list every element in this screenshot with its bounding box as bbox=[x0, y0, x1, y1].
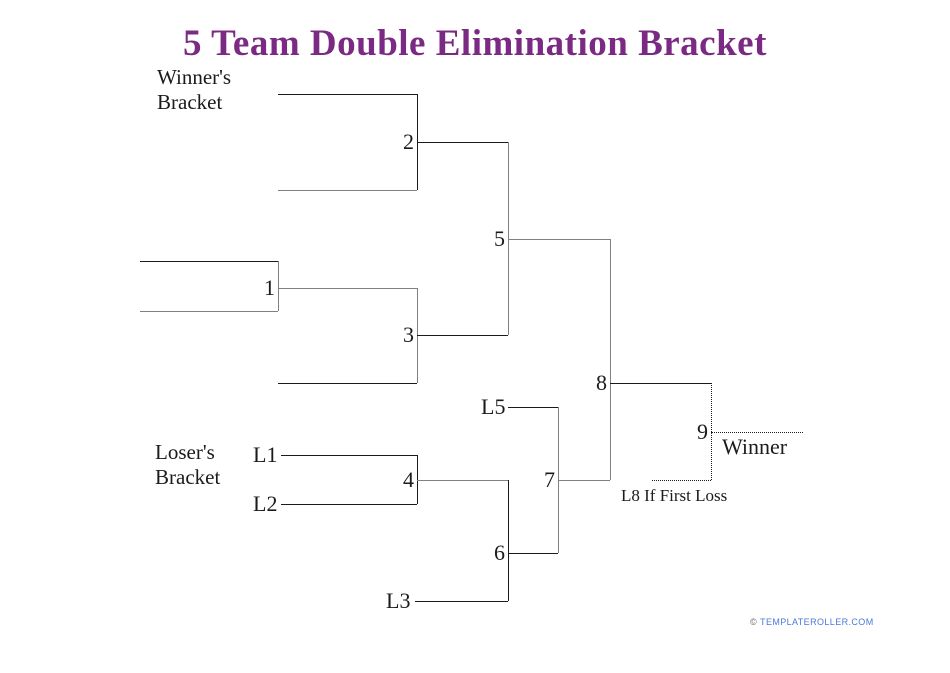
match4-joiner-line bbox=[417, 455, 418, 504]
copyright-icon: © bbox=[750, 617, 758, 627]
match6-label: 6 bbox=[494, 540, 505, 565]
match2-bottom-line bbox=[278, 190, 417, 191]
winner-label: Winner bbox=[722, 434, 788, 459]
match1-joiner-line bbox=[278, 261, 279, 311]
seed-l2-line bbox=[281, 504, 417, 505]
winners-bracket-label: Winner's Bracket bbox=[157, 65, 231, 115]
match8-label: 8 bbox=[596, 370, 607, 395]
winners-bracket-label-line1: Winner's bbox=[157, 65, 232, 89]
match5-joiner-line bbox=[508, 142, 509, 335]
match2-top-line bbox=[278, 94, 417, 95]
match5-label: 5 bbox=[494, 226, 505, 251]
match9-joiner-dotted-line bbox=[711, 383, 712, 480]
page-title: 5 Team Double Elimination Bracket bbox=[183, 23, 767, 64]
match4-label: 4 bbox=[403, 467, 414, 492]
losers-bracket-label: Loser's Bracket bbox=[155, 440, 220, 490]
match7-output-line bbox=[558, 480, 610, 481]
seed-l2-label: L2 bbox=[253, 491, 278, 516]
losers-bracket-label-line2: Bracket bbox=[155, 465, 221, 489]
match8-joiner-line bbox=[610, 239, 611, 480]
seed-l5-label: L5 bbox=[481, 394, 506, 419]
match1-bottom-line bbox=[140, 311, 278, 312]
l8-if-first-loss-dotted-line bbox=[652, 480, 711, 481]
winners-bracket-label-line2: Bracket bbox=[157, 90, 223, 114]
match3-output-line bbox=[417, 335, 508, 336]
match1-output-line bbox=[278, 288, 417, 289]
match9-label: 9 bbox=[697, 419, 708, 444]
seed-l1-line bbox=[281, 455, 417, 456]
match6-output-line bbox=[508, 553, 558, 554]
templateroller-link[interactable]: TEMPLATEROLLER.COM bbox=[760, 617, 874, 627]
match8-output-line bbox=[610, 383, 711, 384]
match1-label: 1 bbox=[264, 275, 275, 300]
match5-output-line bbox=[508, 239, 610, 240]
losers-bracket-label-line1: Loser's bbox=[155, 440, 215, 464]
l8-if-first-loss-label: L8 If First Loss bbox=[621, 486, 728, 505]
match9-winner-dotted-line bbox=[711, 432, 803, 433]
seed-l3-label: L3 bbox=[386, 588, 411, 613]
match7-label: 7 bbox=[544, 467, 555, 492]
match3-label: 3 bbox=[403, 322, 414, 347]
seed-l3-line bbox=[415, 601, 508, 602]
match1-top-line bbox=[140, 261, 278, 262]
match2-label: 2 bbox=[403, 129, 414, 154]
seed-l5-line bbox=[508, 407, 558, 408]
footer: ©TEMPLATEROLLER.COM bbox=[750, 616, 874, 628]
match4-output-line bbox=[417, 480, 508, 481]
match6-joiner-line bbox=[508, 480, 509, 601]
seed-l1-label: L1 bbox=[253, 442, 278, 467]
match2-output-line bbox=[417, 142, 508, 143]
match3-bottom-line bbox=[278, 383, 417, 384]
